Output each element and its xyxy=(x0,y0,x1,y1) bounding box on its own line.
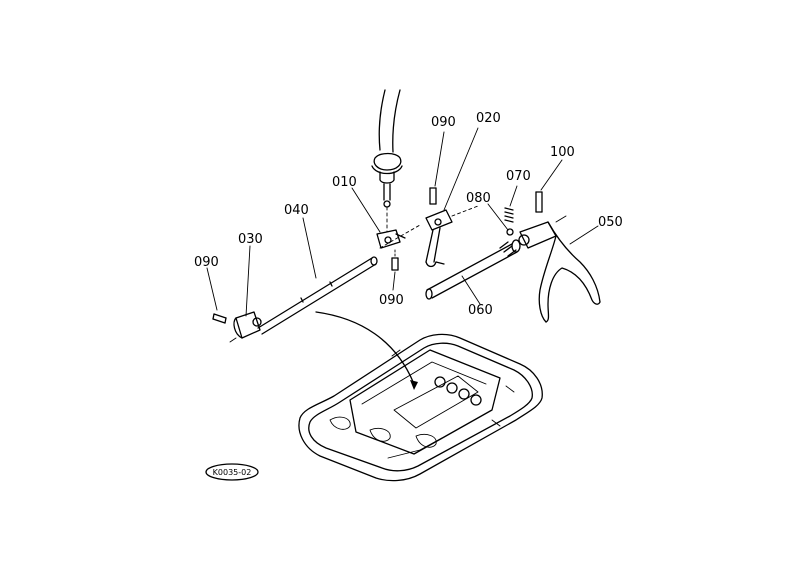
callout-090-left: 090 xyxy=(194,255,219,270)
pin-090-left xyxy=(212,313,227,324)
figure-id-badge: K0035-02 xyxy=(205,463,259,481)
pin-100 xyxy=(535,191,543,213)
shift-rod-040 xyxy=(257,224,421,335)
shift-fork-050 xyxy=(518,215,601,323)
callout-010: 010 xyxy=(332,175,357,190)
callout-030: 030 xyxy=(238,232,263,247)
end-block-030 xyxy=(229,311,262,343)
location-arrow xyxy=(315,311,418,390)
callout-080: 080 xyxy=(466,191,491,206)
shift-arm-020 xyxy=(425,205,479,268)
detent-ball-080 xyxy=(506,228,514,236)
shift-block-010 xyxy=(376,229,406,249)
leader-lines xyxy=(206,127,599,317)
callout-060: 060 xyxy=(468,303,493,318)
figure-id-text: K0035-02 xyxy=(213,468,252,477)
callout-090-lower: 090 xyxy=(379,293,404,308)
callout-040: 040 xyxy=(284,203,309,218)
callout-020: 020 xyxy=(476,111,501,126)
callout-070: 070 xyxy=(506,169,531,184)
shift-lever xyxy=(371,89,403,233)
pin-090-lower xyxy=(391,249,399,271)
callout-090-top: 090 xyxy=(431,115,456,130)
callout-050: 050 xyxy=(598,215,623,230)
pin-090-upper xyxy=(429,187,437,205)
callout-100: 100 xyxy=(550,145,575,160)
fork-shaft-060 xyxy=(425,239,521,300)
transmission-case-housing xyxy=(298,333,543,482)
detent-spring-070 xyxy=(504,207,514,223)
